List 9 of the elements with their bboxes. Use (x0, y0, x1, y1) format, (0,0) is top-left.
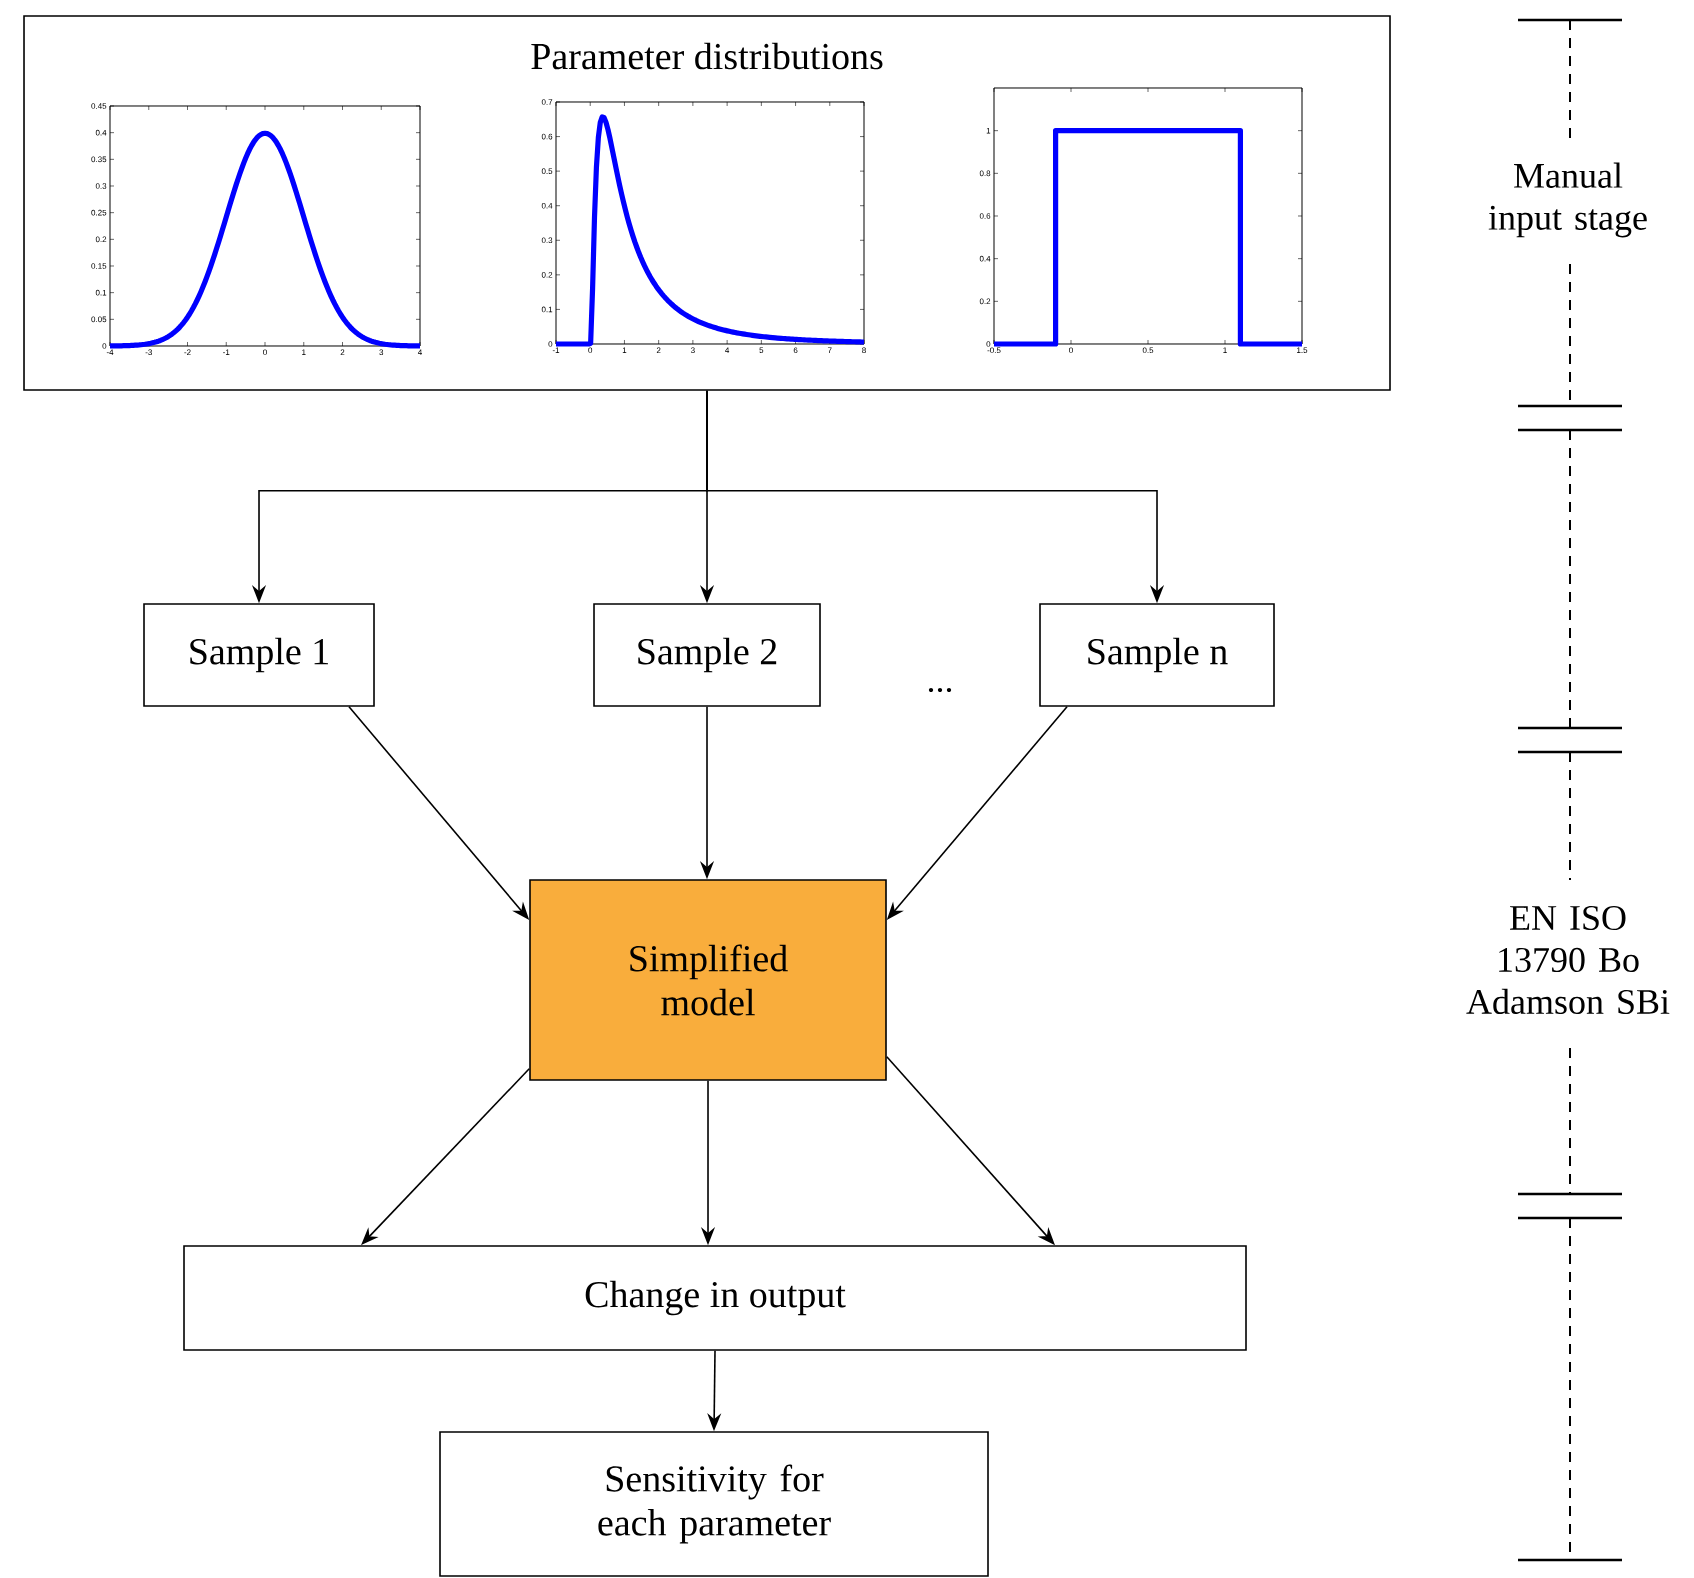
ellipsis: ... (928, 687, 952, 693)
result-box: Sensitivity for each parameter (439, 1431, 989, 1577)
stage-label: Manual input stage (1488, 162, 1647, 238)
process-box: Sample 1 (143, 603, 375, 707)
process-box: Sample 2 (593, 603, 821, 707)
process-box: Sample n (1039, 603, 1275, 707)
model-box: Simplified model (529, 879, 887, 1081)
output-box: Change in output (183, 1245, 1247, 1351)
stage-label: EN ISO 13790 Bo Adamson SBi (1466, 905, 1670, 1015)
